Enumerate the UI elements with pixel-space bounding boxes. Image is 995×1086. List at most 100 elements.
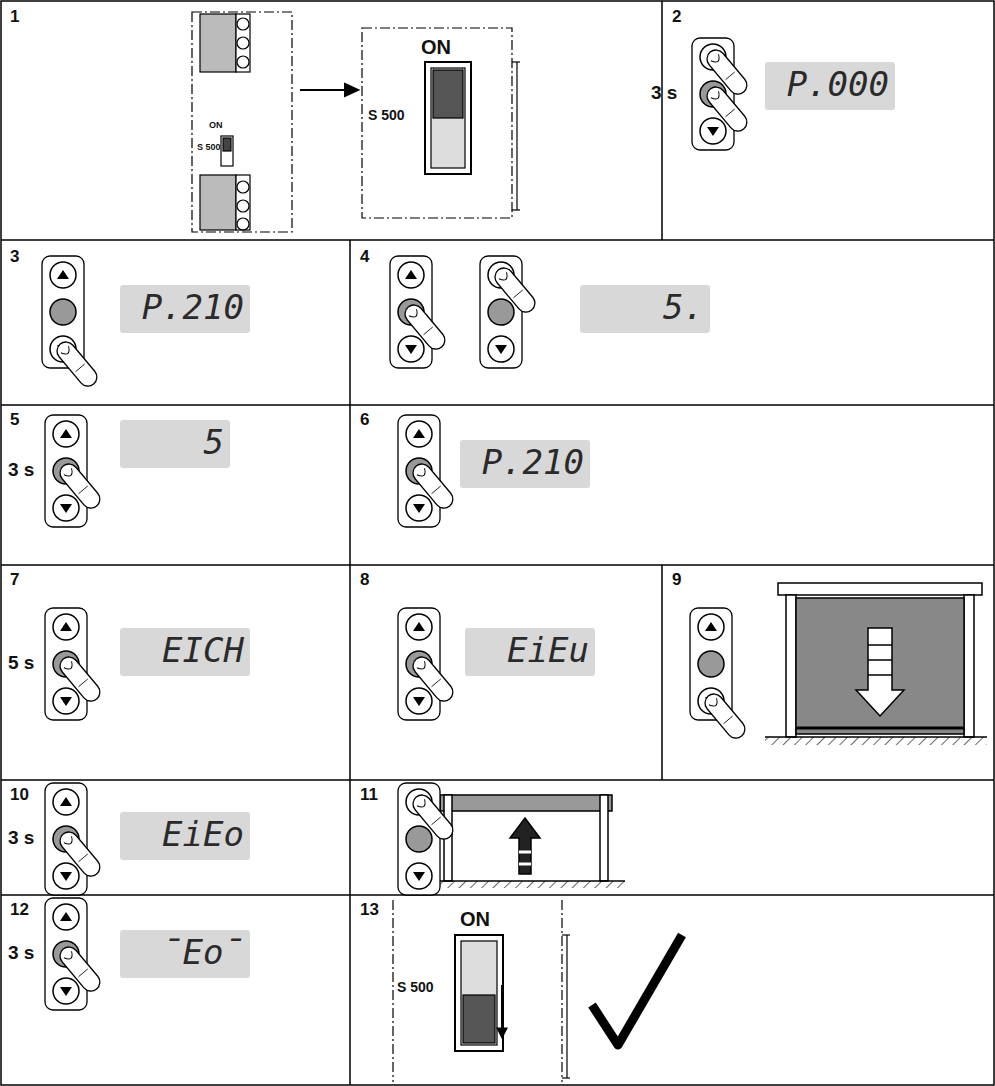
down-button	[53, 495, 79, 521]
down-button	[398, 336, 424, 362]
hold-time: 3 s	[8, 460, 34, 481]
switch-label: S 500	[197, 143, 221, 153]
display-readout: P.210	[460, 444, 584, 481]
display-panel	[120, 628, 250, 676]
finger-nail	[417, 799, 428, 809]
finger-shape	[409, 653, 456, 704]
finger	[701, 690, 748, 741]
down-triangle	[405, 345, 417, 354]
finger-nail	[61, 346, 72, 356]
finger-shape	[56, 828, 103, 879]
finger-crease	[726, 72, 735, 80]
up-button	[406, 421, 432, 447]
finger-crease	[424, 327, 433, 335]
down-triangle	[707, 127, 719, 136]
step-number: 5	[10, 411, 19, 430]
down-button	[406, 495, 432, 521]
finger-shape	[56, 460, 103, 511]
down-button	[488, 336, 514, 362]
display-panel	[120, 812, 250, 860]
finger-crease	[432, 817, 441, 825]
up-triangle	[405, 270, 417, 279]
finger-nail	[64, 661, 75, 671]
finger-shape	[56, 943, 103, 994]
terminal-block	[192, 12, 292, 232]
finger-shape	[703, 83, 750, 134]
enter-button	[50, 299, 76, 325]
finger-shape	[701, 690, 748, 741]
up-button	[406, 614, 432, 640]
finger	[56, 653, 103, 704]
finger	[56, 943, 103, 994]
step-number: 11	[360, 786, 378, 805]
display-readout: P.210	[120, 289, 244, 326]
finger-crease	[726, 109, 735, 117]
finger-nail	[417, 468, 428, 478]
up-button	[53, 421, 79, 447]
step-number: 4	[360, 248, 369, 267]
switch-off	[393, 900, 682, 1082]
finger-nail	[64, 836, 75, 846]
finger-shape	[56, 653, 103, 704]
finger-shape	[491, 264, 538, 315]
finger	[56, 460, 103, 511]
finger-nail	[64, 951, 75, 961]
finger	[401, 301, 448, 352]
finger-nail	[709, 698, 720, 708]
display-panel	[460, 440, 590, 488]
step-number: 2	[672, 8, 681, 27]
display-readout: EiEo	[120, 816, 244, 853]
step-number: 10	[10, 786, 29, 805]
display-panel	[120, 930, 250, 978]
down-triangle	[495, 345, 507, 354]
display-readout: 5.	[580, 289, 704, 326]
finger-crease	[79, 969, 88, 977]
display-readout: ¯Eo¯	[120, 934, 244, 971]
finger	[409, 653, 456, 704]
display-panel	[580, 285, 710, 333]
finger-crease	[79, 679, 88, 687]
up-triangle	[60, 797, 72, 806]
down-button	[53, 978, 79, 1004]
up-button	[53, 904, 79, 930]
finger-shape	[409, 791, 456, 842]
finger-nail	[417, 661, 428, 671]
down-triangle	[413, 872, 425, 881]
display-panel	[465, 628, 595, 676]
switch-label: ON	[460, 908, 490, 930]
finger	[409, 460, 456, 511]
zoom-arrow	[300, 84, 358, 96]
switch-label: S 500	[368, 108, 405, 123]
up-triangle	[60, 912, 72, 921]
finger-crease	[432, 679, 441, 687]
up-button	[53, 614, 79, 640]
down-triangle	[413, 504, 425, 513]
hold-time: 3 s	[651, 83, 677, 104]
step-number: 13	[360, 901, 379, 920]
down-triangle	[60, 697, 72, 706]
finger-crease	[76, 364, 85, 372]
up-button	[698, 614, 724, 640]
hold-time: 3 s	[8, 943, 34, 964]
display-readout: EiEu	[465, 632, 589, 669]
step-number: 8	[360, 571, 369, 590]
hold-time: 3 s	[8, 828, 34, 849]
finger-crease	[432, 486, 441, 494]
up-button	[50, 262, 76, 288]
finger-crease	[514, 290, 523, 298]
finger-nail	[711, 91, 722, 101]
finger-nail	[499, 272, 510, 282]
up-triangle	[705, 622, 717, 631]
hold-time: 5 s	[8, 653, 34, 674]
enter-button	[698, 651, 724, 677]
up-triangle	[413, 429, 425, 438]
finger-crease	[724, 716, 733, 724]
down-button	[53, 688, 79, 714]
switch-enlarged	[362, 28, 520, 218]
finger-crease	[79, 854, 88, 862]
finger-crease	[79, 486, 88, 494]
gate-closing	[765, 583, 987, 745]
